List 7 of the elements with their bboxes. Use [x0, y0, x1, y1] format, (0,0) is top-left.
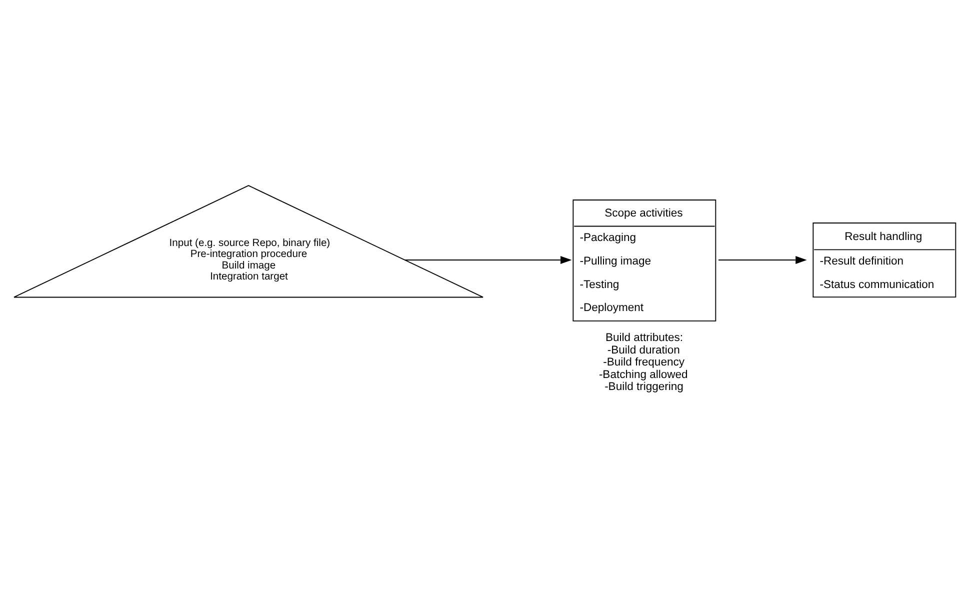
node-label: -Batching allowed [598, 368, 688, 381]
arrow [718, 256, 807, 264]
node-label: -Build triggering [604, 380, 684, 393]
node-label: -Build duration [607, 344, 680, 356]
node-label: -Build frequency [603, 356, 684, 369]
node-label: Build attributes: [606, 332, 684, 344]
arrow [404, 256, 572, 264]
